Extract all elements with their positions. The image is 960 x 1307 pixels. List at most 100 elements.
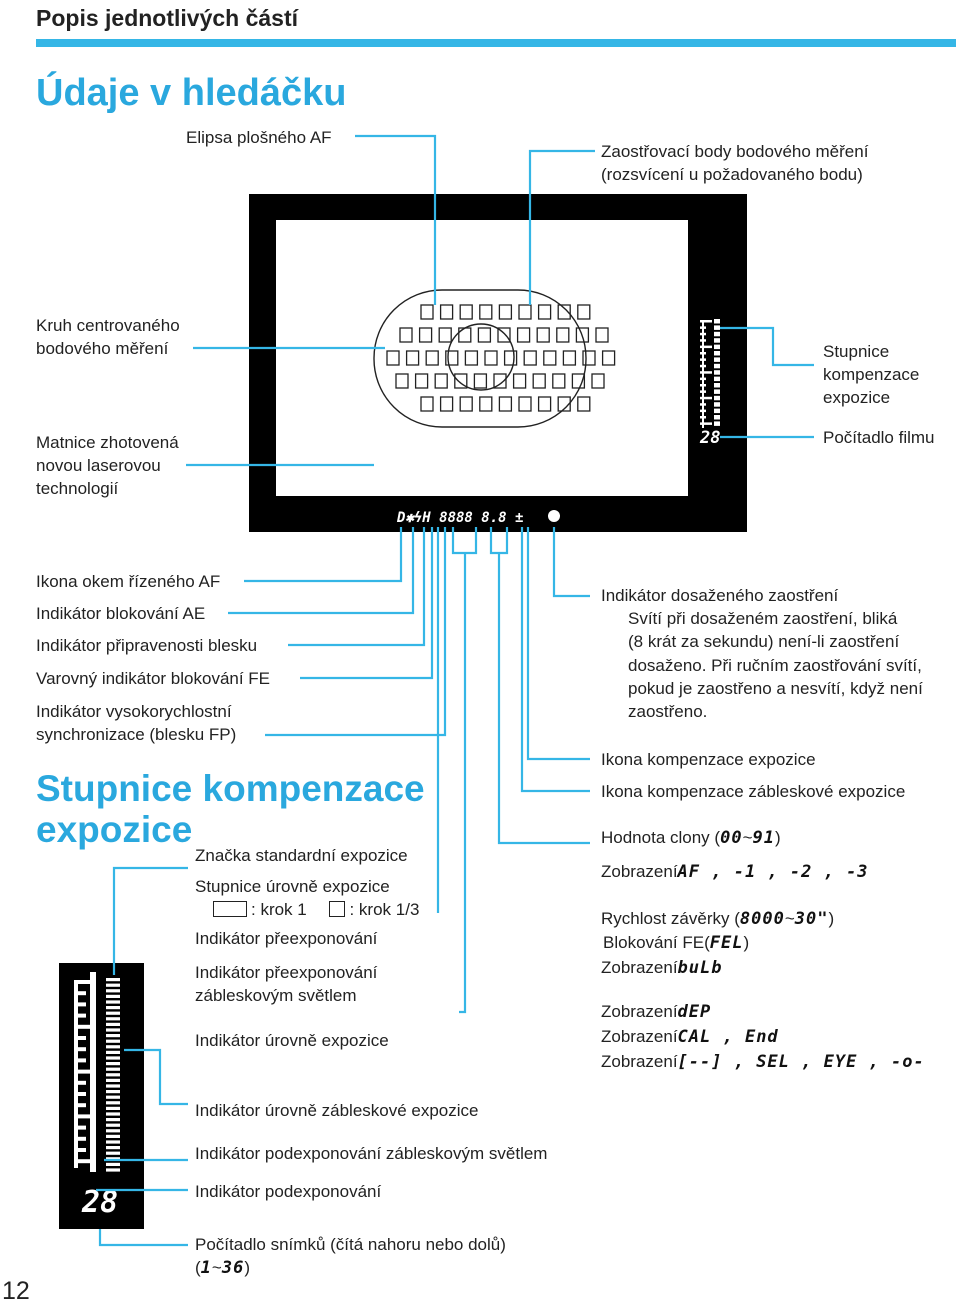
left-item-fp-sync-1: Indikátor vysokorychlostní (36, 702, 232, 721)
lcd-info-strip-icon: D✱ϟH 8888 8.8 ± (396, 510, 560, 526)
fel-close: ) (743, 933, 750, 952)
scale-tick (76, 991, 86, 996)
range-open: ( (195, 1258, 201, 1277)
focus-points-label-1: Zaostřovací body bodového měření (601, 142, 869, 161)
cal-text: Zobrazení (601, 1027, 678, 1046)
scale-tick (76, 1159, 96, 1164)
underexposure-label: Indikátor podexponování (195, 1182, 382, 1201)
step-13-box-icon (329, 901, 346, 917)
vf-scale-bar (714, 357, 720, 362)
aperture-tilde: ~ (742, 828, 753, 847)
scale-tick (76, 1136, 86, 1141)
focus-point-icon (532, 373, 546, 389)
left-item-flash-ready: Indikátor připravenosti blesku (36, 636, 258, 655)
scale-level-bar (106, 1118, 120, 1122)
fel-text: Blokování FE( (603, 933, 710, 952)
focus-point-icon (414, 373, 429, 389)
focus-confirm-label: Indikátor dosaženého zaostření (601, 586, 839, 605)
focus-point-icon (516, 327, 531, 343)
scale-level-bar (106, 978, 120, 982)
cal-value: CAL , End (677, 1027, 779, 1047)
af-display-text: Zobrazení (601, 862, 678, 881)
focus-confirm-desc-5: zaostřeno. (628, 702, 708, 721)
lcd-info-text: D✱ϟH 8888 8.8 ± (396, 510, 523, 526)
scale-level-bar (106, 1050, 120, 1054)
vf-scale-tick (700, 396, 712, 400)
vf-scale-tick (700, 422, 712, 425)
vf-scale-icon (700, 319, 720, 428)
vf-scale-bar (714, 363, 720, 369)
focus-point-icon (473, 373, 488, 389)
dep-text: Zobrazení (601, 1002, 678, 1021)
scale-tick (76, 1047, 86, 1052)
vf-scale-bar (714, 421, 720, 426)
scale-level-bar (106, 1078, 120, 1082)
scale-tick (76, 1002, 86, 1007)
dep-value: dEP (677, 1002, 712, 1022)
shutter-min: 8000 (739, 909, 785, 929)
sel-text: Zobrazení (601, 1052, 678, 1071)
shutter-max: 30" (794, 909, 829, 929)
focus-point-icon (395, 373, 409, 389)
page-number: 12 (2, 1277, 30, 1305)
focus-confirm-desc-2: (8 krát za sekundu) není-li zaostření (628, 632, 900, 651)
vf-scale-bar (714, 383, 720, 388)
scale-level-bar (106, 1062, 120, 1066)
focus-point-icon (575, 327, 590, 343)
vf-scale-bar (714, 408, 720, 414)
scale-tick (76, 1114, 96, 1119)
focus-point-icon (536, 327, 550, 343)
af-display-label: ZobrazeníAF , -1 , -2 , -3 (601, 860, 869, 884)
scale-axis (74, 980, 78, 1168)
focus-point-icon (577, 396, 591, 412)
focus-point-icon (484, 350, 498, 366)
scale-tick (76, 1092, 86, 1096)
step-1-box-icon (213, 901, 247, 917)
scale-level-bar (106, 1168, 120, 1172)
bulb-value: buLb (677, 958, 723, 978)
focus-confirm-desc-4: pokud je zaostřeno a nesvítí, když není (628, 679, 923, 698)
focus-points-icon (386, 304, 616, 412)
frame-counter-label: Počítadlo snímků (čítá nahoru nebo dolů) (195, 1235, 506, 1254)
flash-comp-icon-label: Ikona kompenzace zábleskové expozice (601, 782, 906, 801)
vf-scale-bar (714, 389, 720, 394)
scale-level-bar (106, 1039, 120, 1043)
aperture-max: 91 (752, 828, 775, 848)
focus-confirm-dot (548, 510, 560, 522)
focus-point-icon (601, 350, 616, 366)
spot-circle-label-2: bodového měření (36, 339, 169, 358)
focus-point-icon (434, 373, 448, 389)
focus-point-icon (459, 396, 473, 412)
focus-point-icon (493, 373, 507, 389)
focus-point-icon (557, 396, 571, 412)
scale-level-bar (106, 1056, 120, 1060)
scale-level-bar (106, 1151, 120, 1155)
focus-points-label-2: (rozsvícení u požadovaného bodu) (601, 165, 863, 184)
scale-level-bar (106, 1090, 120, 1094)
spot-circle-icon (447, 323, 515, 391)
flash-overexposure-label-2: zábleskovým světlem (195, 986, 357, 1005)
focus-point-icon (591, 373, 605, 389)
scale-tick (76, 1125, 86, 1130)
focus-point-icon (552, 373, 566, 389)
film-counter-label: Počítadlo filmu (823, 428, 935, 447)
scale-level-bar (106, 1129, 120, 1133)
scale-level-bar (106, 1134, 120, 1138)
vf-scale-bar (714, 344, 720, 350)
focus-point-icon (582, 350, 596, 366)
focus-point-icon (477, 327, 492, 343)
scale-level-bar (106, 1034, 120, 1038)
overexposure-label: Indikátor přeexponování (195, 929, 378, 948)
left-item-eye-af: Ikona okem řízeného AF (36, 572, 221, 591)
focus-point-icon (459, 304, 473, 320)
scale-level-bar (106, 1146, 120, 1150)
shutter-close: ) (828, 909, 835, 928)
focus-point-icon (557, 304, 571, 320)
fel-value: FEL (709, 933, 744, 953)
vf-scale-bar (714, 415, 720, 420)
focus-point-icon (439, 304, 454, 320)
scale-level-bar (106, 1006, 120, 1010)
spot-circle-label-1: Kruh centrovaného (36, 316, 180, 335)
scale-tick (76, 980, 96, 984)
bulb-label: ZobrazeníbuLb (601, 956, 723, 980)
